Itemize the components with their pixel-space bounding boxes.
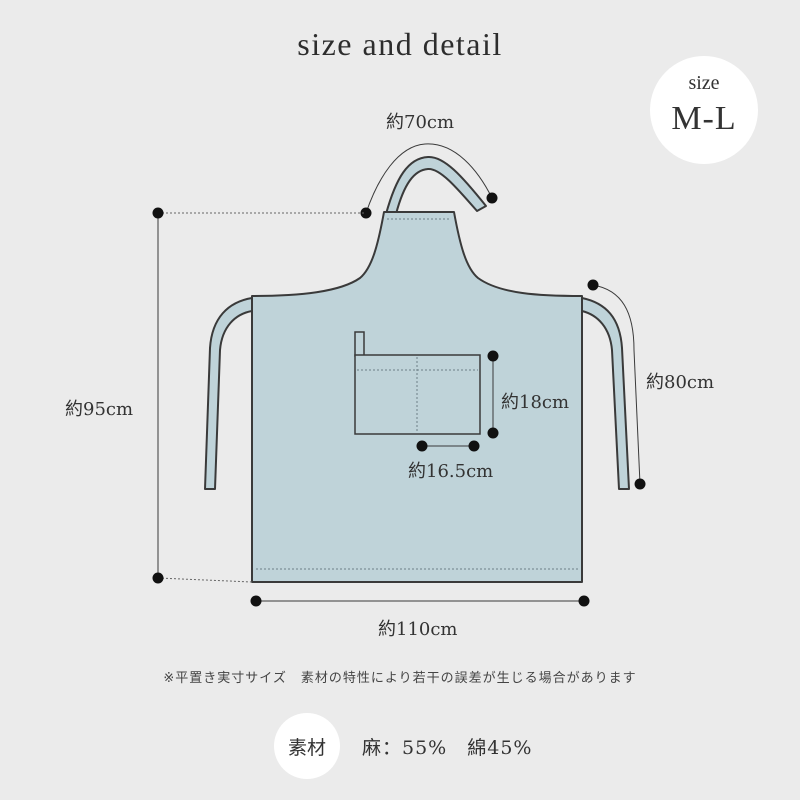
width-label: 約110cm — [378, 619, 458, 640]
dim-dot — [486, 192, 498, 204]
page-title: size and detail — [297, 26, 503, 62]
dim-dot — [416, 440, 428, 452]
dim-dot — [152, 207, 164, 219]
dim-dot — [578, 595, 590, 607]
measurement-note: ※平置き実寸サイズ 素材の特性により若干の誤差が生じる場合があります — [163, 671, 637, 686]
length-label: 約95cm — [65, 399, 134, 420]
material-label: 素材 — [287, 737, 326, 759]
waist-tie-label: 約80cm — [646, 372, 715, 393]
size-value: M-L — [671, 100, 737, 137]
pocket-height-label: 約18cm — [501, 392, 570, 413]
dim-dot — [152, 572, 164, 584]
size-badge: size M-L — [650, 56, 758, 164]
size-label: size — [688, 72, 720, 94]
dim-dot — [250, 595, 262, 607]
length-guide-bottom — [157, 577, 253, 583]
dim-dot — [468, 440, 480, 452]
dim-dot — [360, 207, 372, 219]
dim-dot — [487, 427, 499, 439]
neck-strap-label: 約70cm — [386, 112, 455, 133]
pocket-tab — [354, 331, 365, 357]
neck-dimension-arc — [365, 143, 493, 214]
left-waist-tie — [204, 297, 253, 490]
tie-dimension-curve — [592, 284, 641, 485]
material-badge: 素材 — [274, 713, 340, 779]
material-value: 麻：55% 綿45% — [362, 737, 533, 759]
dim-dot — [487, 350, 499, 362]
right-waist-tie — [581, 297, 630, 490]
dim-dot — [587, 279, 599, 291]
dim-dot — [634, 478, 646, 490]
pocket-width-label: 約16.5cm — [408, 461, 494, 482]
neck-strap — [385, 155, 487, 215]
